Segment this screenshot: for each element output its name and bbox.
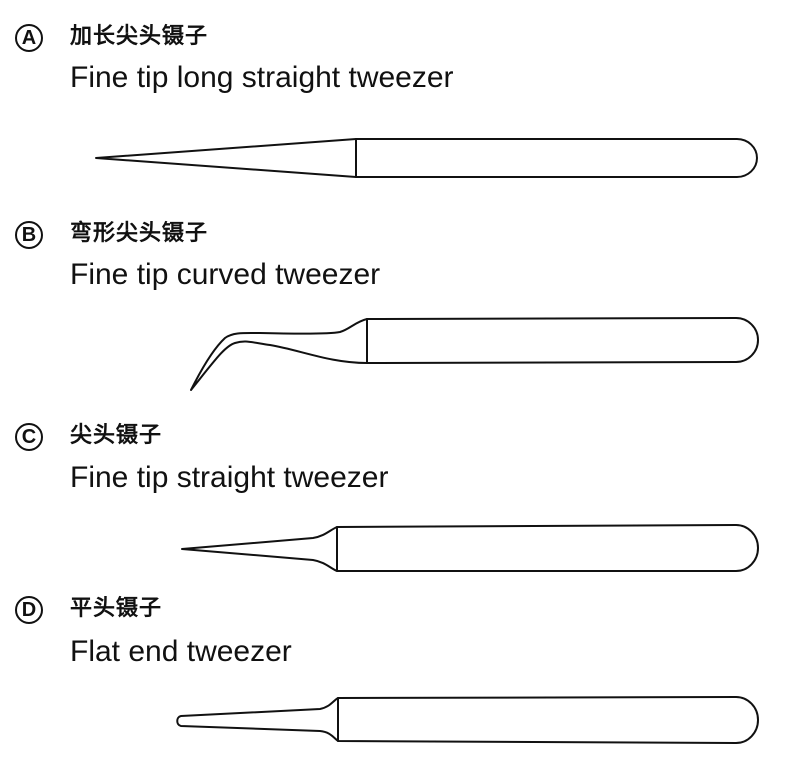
tweezer-c-icon xyxy=(181,524,759,572)
badge-d: D xyxy=(15,596,43,624)
tweezer-d-icon xyxy=(176,696,759,744)
tweezer-a-icon xyxy=(95,138,758,178)
label-english-c: Fine tip straight tweezer xyxy=(70,461,389,494)
label-chinese-a: 加长尖头镊子 xyxy=(70,24,209,49)
label-english-d: Flat end tweezer xyxy=(70,635,292,668)
label-english-a: Fine tip long straight tweezer xyxy=(70,61,454,94)
badge-b: B xyxy=(15,221,43,249)
tweezer-b-icon xyxy=(190,317,759,391)
label-english-b: Fine tip curved tweezer xyxy=(70,258,381,291)
badge-c: C xyxy=(15,423,43,451)
label-chinese-d: 平头镊子 xyxy=(70,596,163,621)
label-chinese-b: 弯形尖头镊子 xyxy=(70,221,209,246)
badge-a: A xyxy=(15,24,43,52)
label-chinese-c: 尖头镊子 xyxy=(70,423,163,448)
